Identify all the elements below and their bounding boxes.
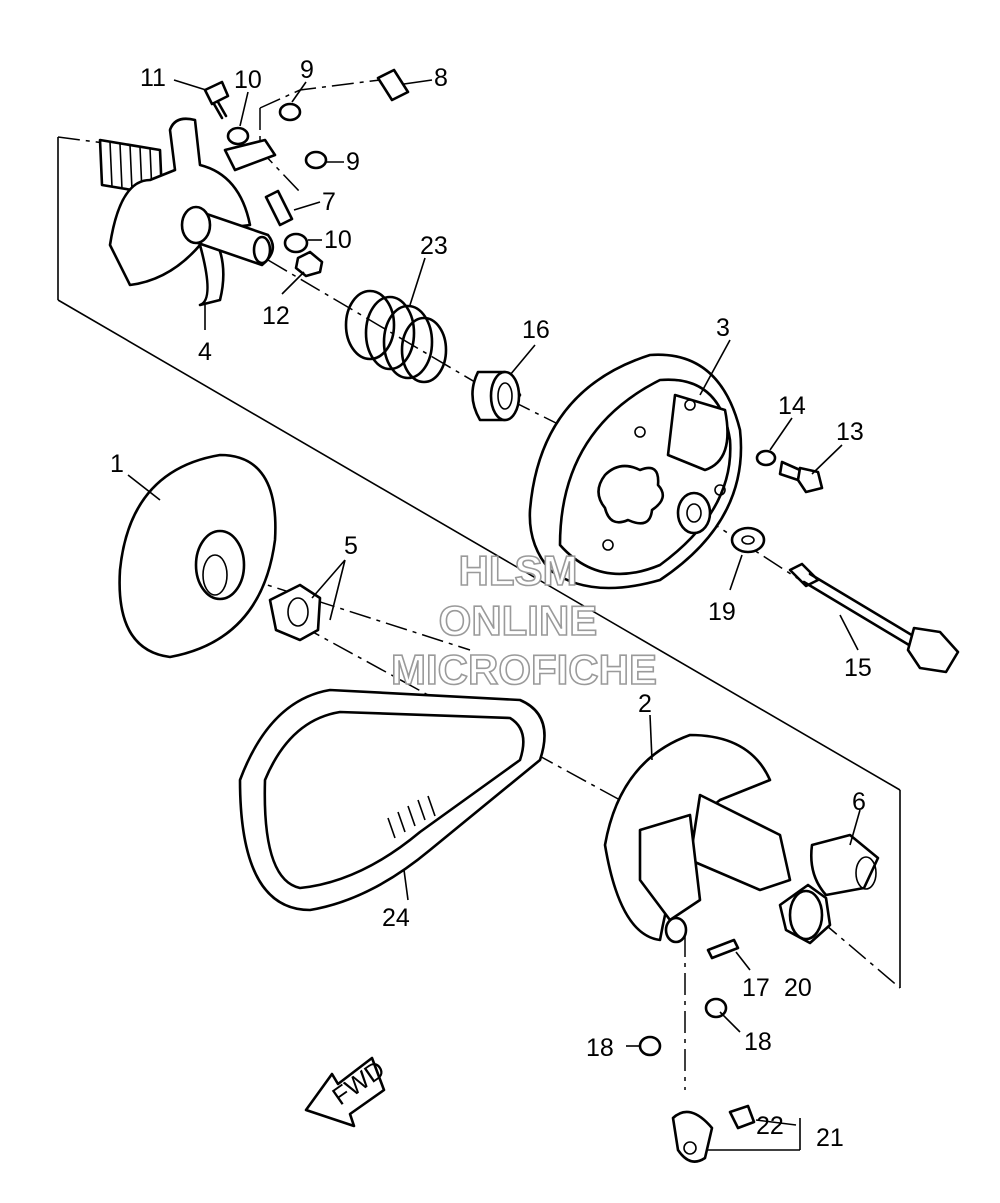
callout-10a: 10	[234, 66, 262, 94]
watermark-line-3: MICROFICHE	[391, 646, 657, 693]
callout-18b: 18	[744, 1028, 772, 1056]
callout-19: 19	[708, 598, 736, 626]
callout-16: 16	[522, 316, 550, 344]
callout-10b: 10	[324, 226, 352, 254]
callout-labels: 11 10 9 8 9 7 10 12 4 23 16 3 14 13 1 5 …	[110, 56, 872, 1152]
part-24-drive-belt	[238, 688, 546, 912]
callout-18a: 18	[586, 1034, 614, 1062]
callout-8: 8	[434, 64, 448, 92]
callout-20: 20	[784, 974, 812, 1002]
watermark-line-1: HLSM	[459, 547, 578, 594]
callout-15: 15	[844, 654, 872, 682]
fwd-arrow: FWD	[304, 1055, 390, 1128]
parts-6-17-18-20-21-22-hardware	[638, 833, 880, 1163]
callout-17: 17	[742, 974, 770, 1002]
leader-lines	[127, 79, 861, 1151]
callout-9b: 9	[346, 148, 360, 176]
callout-12: 12	[262, 302, 290, 330]
callout-14: 14	[778, 392, 806, 420]
parts-7-to-12-hardware	[203, 68, 410, 278]
callout-21: 21	[816, 1124, 844, 1152]
callout-9a: 9	[300, 56, 314, 84]
callout-5: 5	[344, 532, 358, 560]
callout-7: 7	[322, 188, 336, 216]
callout-23: 23	[420, 232, 448, 260]
callout-22: 22	[756, 1112, 784, 1140]
part-2-secondary-sheave	[603, 733, 792, 944]
callout-4: 4	[198, 338, 212, 366]
callout-2: 2	[638, 690, 652, 718]
callout-3: 3	[716, 314, 730, 342]
watermark-line-2: ONLINE	[439, 597, 598, 644]
part-23-spring	[344, 289, 448, 384]
watermark: HLSM ONLINE MICROFICHE	[390, 546, 658, 694]
part-4-spider-shaft	[98, 117, 277, 307]
callout-11: 11	[140, 64, 166, 92]
callout-1: 1	[110, 450, 124, 478]
parts-13-14-19-15-hardware	[730, 449, 960, 674]
callout-6: 6	[852, 788, 866, 816]
callout-13: 13	[836, 418, 864, 446]
part-16-bushing	[471, 370, 522, 422]
part-5-collar	[268, 583, 322, 642]
part-1-fixed-sheave	[118, 453, 277, 659]
part-3-cover	[528, 353, 743, 590]
callout-24: 24	[382, 904, 410, 932]
